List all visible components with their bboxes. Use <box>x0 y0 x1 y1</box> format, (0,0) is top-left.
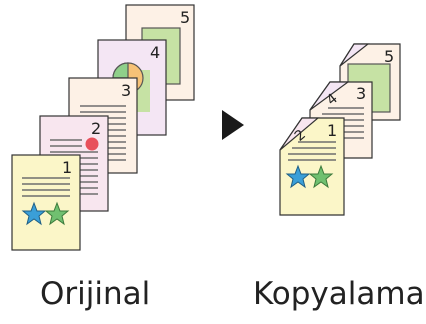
copy-star-icon-green <box>308 164 334 189</box>
original-page-number-3: 3 <box>121 81 131 100</box>
original-page-number-2: 2 <box>91 119 101 138</box>
copy-page-number-1: 1 <box>327 121 337 140</box>
original-caption: Orijinal <box>40 276 151 312</box>
copy-stack: 5 3 4 <box>279 43 401 216</box>
original-page-number-5: 5 <box>180 8 190 27</box>
original-page-number-1: 1 <box>62 158 72 177</box>
star-icon-blue <box>21 201 47 226</box>
copy-sheet-1: 1 2 <box>279 117 345 216</box>
original-page-1: 1 <box>11 154 81 251</box>
copy-star-icon-blue <box>285 164 311 189</box>
copy-page-number-3: 3 <box>356 84 366 103</box>
arrow-right-icon <box>222 110 244 140</box>
copy-page-number-5: 5 <box>384 47 394 66</box>
original-stack: 5 4 <box>11 4 195 251</box>
red-dot-icon <box>85 137 99 151</box>
original-page-number-4: 4 <box>150 43 160 62</box>
copy-caption: Kopyalama <box>253 276 425 312</box>
star-icon-green <box>44 201 70 226</box>
